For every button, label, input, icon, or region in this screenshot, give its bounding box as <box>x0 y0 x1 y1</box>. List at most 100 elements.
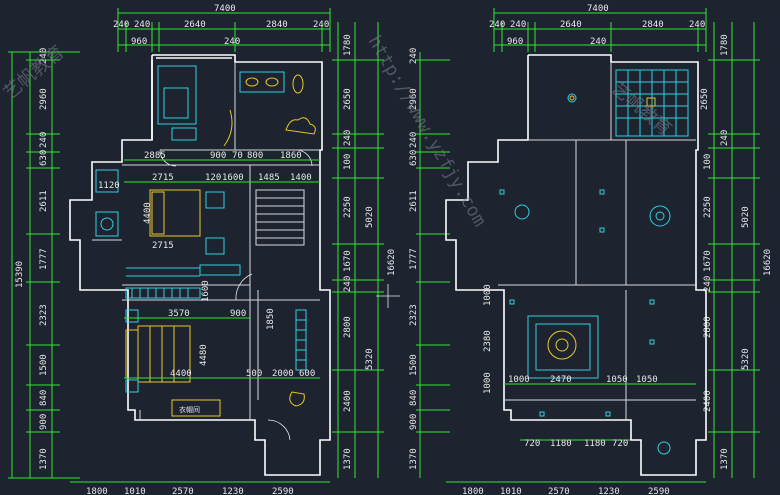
interior-dim-120: 120 <box>205 173 221 183</box>
right-left-seg-10: 900 <box>409 414 419 430</box>
left-plan-right-seg-7: 1670 <box>343 250 353 272</box>
right-right-outer: 16620 <box>763 249 773 276</box>
left-outer-height: 15390 <box>15 261 25 288</box>
left-seg-9: 840 <box>39 390 49 406</box>
left-top-dim-2: 240 <box>134 20 150 30</box>
right-bottom-dimensions: 1800 1010 2570 1230 2590 <box>446 481 706 495</box>
left-plan-right-seg-11: 2400 <box>343 390 353 412</box>
right-bottom-dim-3: 2570 <box>548 487 570 495</box>
interior-dim-1850: 1850 <box>266 308 276 330</box>
right-left-seg-5: 2611 <box>409 190 419 212</box>
right-overall-width: 7400 <box>587 4 609 14</box>
right-bottom-dim-5: 2590 <box>648 487 670 495</box>
interior-dim-1120: 1120 <box>98 181 120 191</box>
right-left-seg-11: 1370 <box>409 448 419 470</box>
right-bottom-dim-4: 1230 <box>598 487 620 495</box>
interior-dim-2885: 2885 <box>144 151 166 161</box>
left-bottom-dimensions: 1800 1010 2570 1230 2590 <box>70 481 330 495</box>
left-plan-right-dimensions: 1780 2650 240 100 2250 5020 1670 240 280… <box>332 22 397 478</box>
right-top-dim-7: 240 <box>590 37 606 47</box>
left-top-dim-4: 2840 <box>266 20 288 30</box>
right-left-seg-8: 1500 <box>409 354 419 376</box>
left-plan-right-seg-2: 2650 <box>343 88 353 110</box>
right-interior-1000: 1000 <box>508 375 530 385</box>
left-bottom-dim-3: 2570 <box>172 487 194 495</box>
right-interior-1000-v1: 1000 <box>483 284 493 306</box>
right-interior-720-b: 720 <box>612 439 628 449</box>
right-left-seg-9: 840 <box>409 390 419 406</box>
interior-dim-2715-b: 2715 <box>152 241 174 251</box>
left-floor-plan: 7400 240 240 2640 2840 240 960 240 <box>8 4 397 495</box>
left-overall-width: 7400 <box>214 4 236 14</box>
right-left-seg-3: 240 <box>409 132 419 148</box>
interior-dim-600: 600 <box>299 369 315 379</box>
left-seg-3: 240 <box>39 132 49 148</box>
left-seg-2: 2960 <box>39 88 49 110</box>
left-bottom-dim-5: 2590 <box>272 487 294 495</box>
left-plan-right-seg-8: 240 <box>343 276 353 292</box>
bedroom-upper <box>95 169 241 277</box>
right-left-seg-4: 630 <box>409 150 419 166</box>
left-plan-right-seg-5: 2250 <box>343 196 353 218</box>
right-interior-1180-a: 1180 <box>550 439 572 449</box>
right-top-dim-5: 240 <box>689 20 705 30</box>
left-bottom-dim-2: 1010 <box>124 487 146 495</box>
left-top-dimensions: 7400 240 240 2640 2840 240 960 240 <box>113 4 331 52</box>
right-right-seg-11: 2400 <box>703 390 713 412</box>
right-right-seg-9: 2800 <box>703 316 713 338</box>
right-interior-1050-a: 1050 <box>606 375 628 385</box>
left-top-dim-1: 240 <box>113 20 129 30</box>
interior-dim-3570: 3570 <box>168 309 190 319</box>
right-left-seg-7: 2323 <box>409 304 419 326</box>
right-ceiling-plan: 7400 240 240 2640 2840 240 960 240 240 2… <box>409 4 773 495</box>
crosshair-cursor <box>376 284 400 308</box>
interior-dim-70: 70 <box>232 151 243 161</box>
interior-dim-1860: 1860 <box>280 151 302 161</box>
interior-dim-900-b: 900 <box>230 309 246 319</box>
interior-dim-2000: 2000 <box>272 369 294 379</box>
right-interior-1050-b: 1050 <box>636 375 658 385</box>
left-top-dim-5: 240 <box>313 20 329 30</box>
right-right-seg-4: 100 <box>703 154 713 170</box>
right-walls <box>445 54 707 476</box>
right-interior-1180-b: 1180 <box>584 439 606 449</box>
staircase <box>255 189 305 246</box>
right-left-seg-6: 1777 <box>409 248 419 270</box>
right-interior-720-a: 720 <box>524 439 540 449</box>
left-seg-8: 1500 <box>39 354 49 376</box>
left-seg-11: 1370 <box>39 448 49 470</box>
interior-dim-4480: 4480 <box>199 344 209 366</box>
interior-dim-1400: 1400 <box>290 173 312 183</box>
left-plan-right-seg-1: 1780 <box>343 34 353 56</box>
interior-dim-800: 800 <box>247 151 263 161</box>
upper-bathroom <box>157 65 316 147</box>
right-left-seg-1: 240 <box>409 48 419 64</box>
right-right-seg-12: 1370 <box>720 448 730 470</box>
left-bottom-dim-1: 1800 <box>86 487 108 495</box>
interior-dim-500: 500 <box>246 369 262 379</box>
right-bottom-dim-1: 1800 <box>462 487 484 495</box>
left-plan-right-seg-10: 5320 <box>365 348 375 370</box>
right-interior-2380: 2380 <box>483 330 493 352</box>
left-doors <box>159 149 313 441</box>
right-right-seg-3: 240 <box>720 130 730 146</box>
right-right-seg-5: 2250 <box>703 196 713 218</box>
left-seg-7: 2323 <box>39 304 49 326</box>
interior-dim-2715: 2715 <box>152 173 174 183</box>
interior-dim-1600-b: 1600 <box>201 280 211 302</box>
left-plan-right-seg-9: 2800 <box>343 316 353 338</box>
left-seg-10: 900 <box>39 414 49 430</box>
right-right-seg-8: 240 <box>703 276 713 292</box>
left-top-dim-7: 240 <box>224 37 240 47</box>
right-interior-1000-v2: 1000 <box>483 372 493 394</box>
right-plan-left-dimensions: 240 2960 240 630 2611 1777 2323 1500 840… <box>409 48 450 478</box>
left-top-dim-6: 960 <box>131 37 147 47</box>
left-seg-1: 240 <box>39 48 49 64</box>
left-plan-right-seg-4: 100 <box>343 154 353 170</box>
right-right-seg-10: 5320 <box>741 348 751 370</box>
right-right-seg-2: 2650 <box>700 88 710 110</box>
left-seg-6: 1777 <box>39 248 49 270</box>
right-interior-dimensions: 1000 2470 1050 1050 720 1180 1180 720 10… <box>483 284 696 449</box>
right-top-dim-1: 240 <box>489 20 505 30</box>
right-top-dim-3: 2640 <box>560 20 582 30</box>
